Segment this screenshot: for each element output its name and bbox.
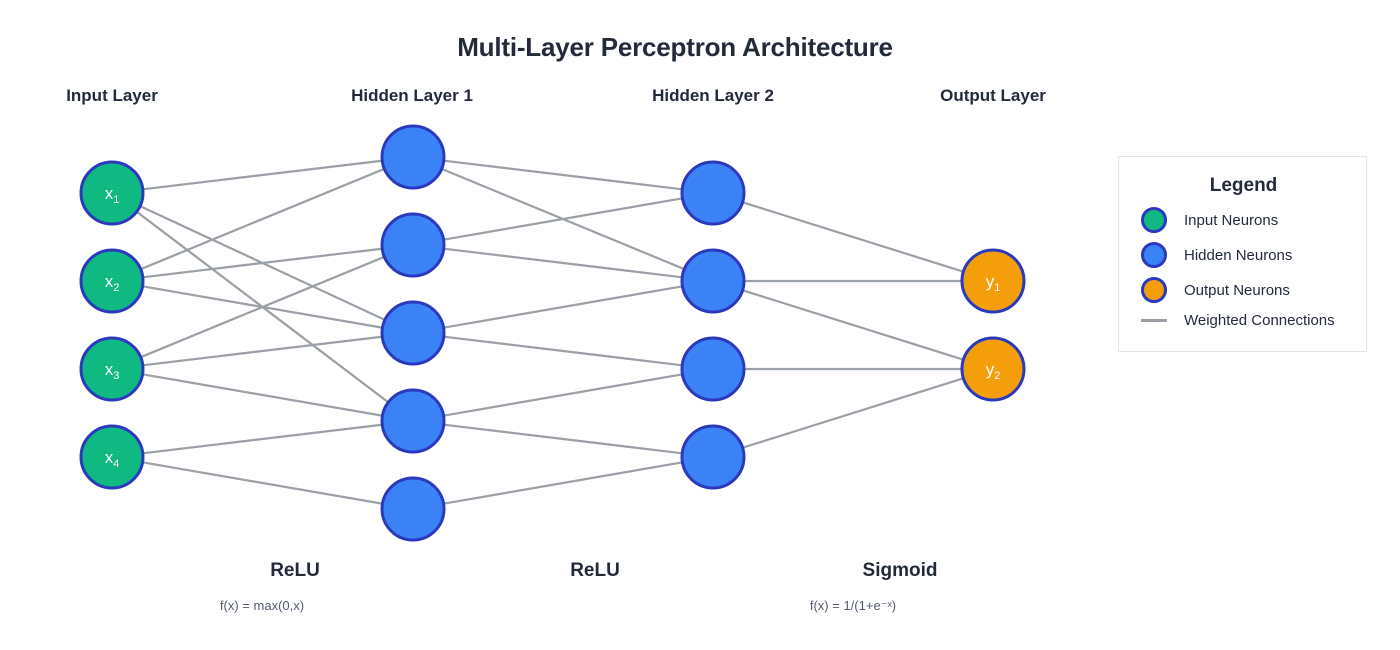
neuron-hidden2-1[interactable] xyxy=(680,160,746,226)
connection-edge xyxy=(141,423,384,455)
activation-formula-3: f(x) = 1/(1+e⁻ˣ) xyxy=(809,598,897,613)
connection-edge xyxy=(442,335,684,367)
neuron-output-1[interactable]: y1 xyxy=(960,248,1026,314)
neuron-circle xyxy=(79,424,145,490)
connection-edge xyxy=(741,201,965,273)
connection-edge xyxy=(141,461,384,505)
neuron-input-3[interactable]: x3 xyxy=(79,336,145,402)
neuron-circle xyxy=(960,336,1026,402)
neuron-circle xyxy=(380,212,446,278)
neuron-output-2[interactable]: y2 xyxy=(960,336,1026,402)
legend-item-3: Output Neurons xyxy=(1141,277,1290,303)
neuron-hidden1-5[interactable] xyxy=(380,476,446,542)
legend-title: Legend xyxy=(1209,175,1278,196)
layer-label-hidden1: Hidden Layer 1 xyxy=(351,86,473,105)
neuron-circle xyxy=(680,248,746,314)
activation-name-1: ReLU xyxy=(270,560,320,581)
neuron-circle xyxy=(79,336,145,402)
neuron-circle xyxy=(960,248,1026,314)
neuron-circle xyxy=(380,300,446,366)
connection-edge xyxy=(141,373,384,417)
connection-edge xyxy=(442,159,684,191)
neuron-circle xyxy=(380,476,446,542)
layer-label-input: Input Layer xyxy=(66,86,158,105)
connections-group xyxy=(135,159,965,505)
activation-name-3: Sigmoid xyxy=(862,560,938,581)
neuron-circle xyxy=(79,160,145,226)
connection-edge xyxy=(442,373,684,417)
connection-edge xyxy=(141,159,384,191)
neuron-hidden1-4[interactable] xyxy=(380,388,446,454)
neuron-hidden1-2[interactable] xyxy=(380,212,446,278)
legend-line-swatch xyxy=(1141,319,1167,322)
legend-item-4: Weighted Connections xyxy=(1141,312,1335,329)
connection-edge xyxy=(442,285,684,329)
neuron-hidden2-3[interactable] xyxy=(680,336,746,402)
activation-name-2: ReLU xyxy=(570,560,620,581)
layer-label-hidden2: Hidden Layer 2 xyxy=(652,86,774,105)
neuron-circle xyxy=(680,336,746,402)
connection-edge xyxy=(139,167,386,271)
legend-item-label: Hidden Neurons xyxy=(1184,246,1293,264)
neuron-hidden2-4[interactable] xyxy=(680,424,746,490)
connection-edge xyxy=(141,247,384,279)
legend-circle-swatch xyxy=(1141,207,1167,233)
legend-item-label: Weighted Connections xyxy=(1184,312,1335,329)
activation-formula-1: f(x) = max(0,x) xyxy=(219,598,305,613)
connection-edge xyxy=(442,197,684,241)
page-title: Multi-Layer Perceptron Architecture xyxy=(457,32,893,62)
connection-edge xyxy=(741,377,965,449)
neuron-input-2[interactable]: x2 xyxy=(79,248,145,314)
legend-circle-swatch xyxy=(1141,277,1167,303)
neuron-circle xyxy=(680,424,746,490)
neuron-hidden1-3[interactable] xyxy=(380,300,446,366)
connection-edge xyxy=(141,335,384,367)
legend-item-2: Hidden Neurons xyxy=(1141,242,1292,268)
connection-edge xyxy=(442,247,684,279)
connection-edge xyxy=(741,289,965,361)
neuron-circle xyxy=(380,388,446,454)
layer-label-output: Output Layer xyxy=(940,86,1046,105)
legend-item-1: Input Neurons xyxy=(1141,207,1278,233)
neuron-hidden1-1[interactable] xyxy=(380,124,446,190)
neuron-input-1[interactable]: x1 xyxy=(79,160,145,226)
connection-edge xyxy=(442,423,684,455)
neuron-input-4[interactable]: x4 xyxy=(79,424,145,490)
connection-edge xyxy=(442,461,684,505)
legend-item-label: Input Neurons xyxy=(1184,211,1279,229)
neurons-group: x1 x2 x3 x4 y1 y2 xyxy=(79,124,1026,542)
neuron-circle xyxy=(680,160,746,226)
neuron-circle xyxy=(380,124,446,190)
connection-edge xyxy=(139,255,386,359)
neuron-circle xyxy=(79,248,145,314)
neuron-hidden2-2[interactable] xyxy=(680,248,746,314)
legend-item-label: Output Neurons xyxy=(1184,281,1290,299)
legend-circle-swatch xyxy=(1141,242,1167,268)
